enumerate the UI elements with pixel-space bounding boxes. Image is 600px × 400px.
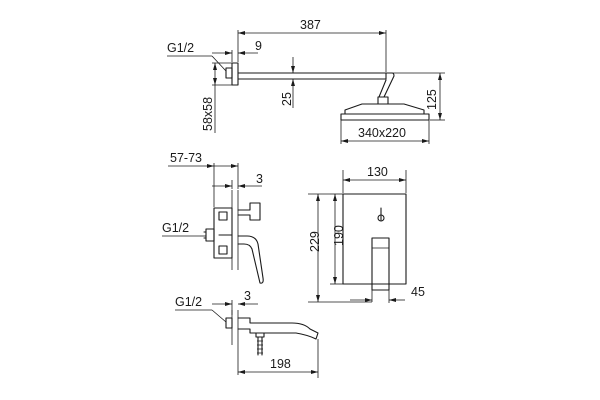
mixer-inlet — [205, 228, 215, 242]
dim-plate-width: 130 — [367, 165, 388, 179]
spout-tail — [255, 332, 265, 338]
dim-mixer-depth: 57-73 — [170, 151, 202, 165]
dim-head-height: 125 — [425, 89, 439, 110]
dim-arm-drop: 25 — [280, 92, 294, 106]
dim-flange-size: 58x58 — [201, 97, 215, 131]
mixer-body — [213, 207, 233, 259]
plate-assembly: 130 190 229 45 — [308, 165, 425, 303]
shower-head — [344, 103, 425, 115]
spout-body — [237, 317, 319, 340]
dim-flange-offset: 9 — [255, 39, 262, 53]
dim-plate-inner-height: 190 — [332, 225, 346, 246]
dim-head-size: 340x220 — [358, 126, 406, 140]
shower-arm — [237, 72, 387, 80]
flange-nut — [225, 67, 233, 79]
dim-plate-depth: 45 — [411, 285, 425, 299]
mixer-assembly: 57-73 3 G1/2 — [162, 151, 264, 284]
dim-mixer-offset: 3 — [256, 172, 263, 186]
plate-handle — [371, 237, 390, 291]
dim-plate-outer-height: 229 — [308, 231, 322, 252]
dim-arm-length: 387 — [300, 18, 321, 32]
dim-spout-offset: 3 — [244, 289, 251, 303]
shower-assembly: 387 9 G1/2 25 58x58 125 — [167, 18, 445, 144]
trim-plate — [342, 193, 407, 285]
spout-thread-label: G1/2 — [175, 295, 202, 309]
wall-flange — [231, 62, 239, 86]
head-connector — [377, 96, 389, 105]
spout-flange — [225, 317, 233, 329]
mixer-thread-label: G1/2 — [162, 221, 189, 235]
diverter-handle — [237, 202, 261, 221]
spout-assembly: 3 G1/2 198 — [175, 289, 319, 378]
shower-plate — [340, 113, 430, 121]
mixer-lever — [237, 235, 264, 284]
dim-spout-length: 198 — [270, 357, 291, 371]
shower-thread-label: G1/2 — [167, 41, 194, 55]
